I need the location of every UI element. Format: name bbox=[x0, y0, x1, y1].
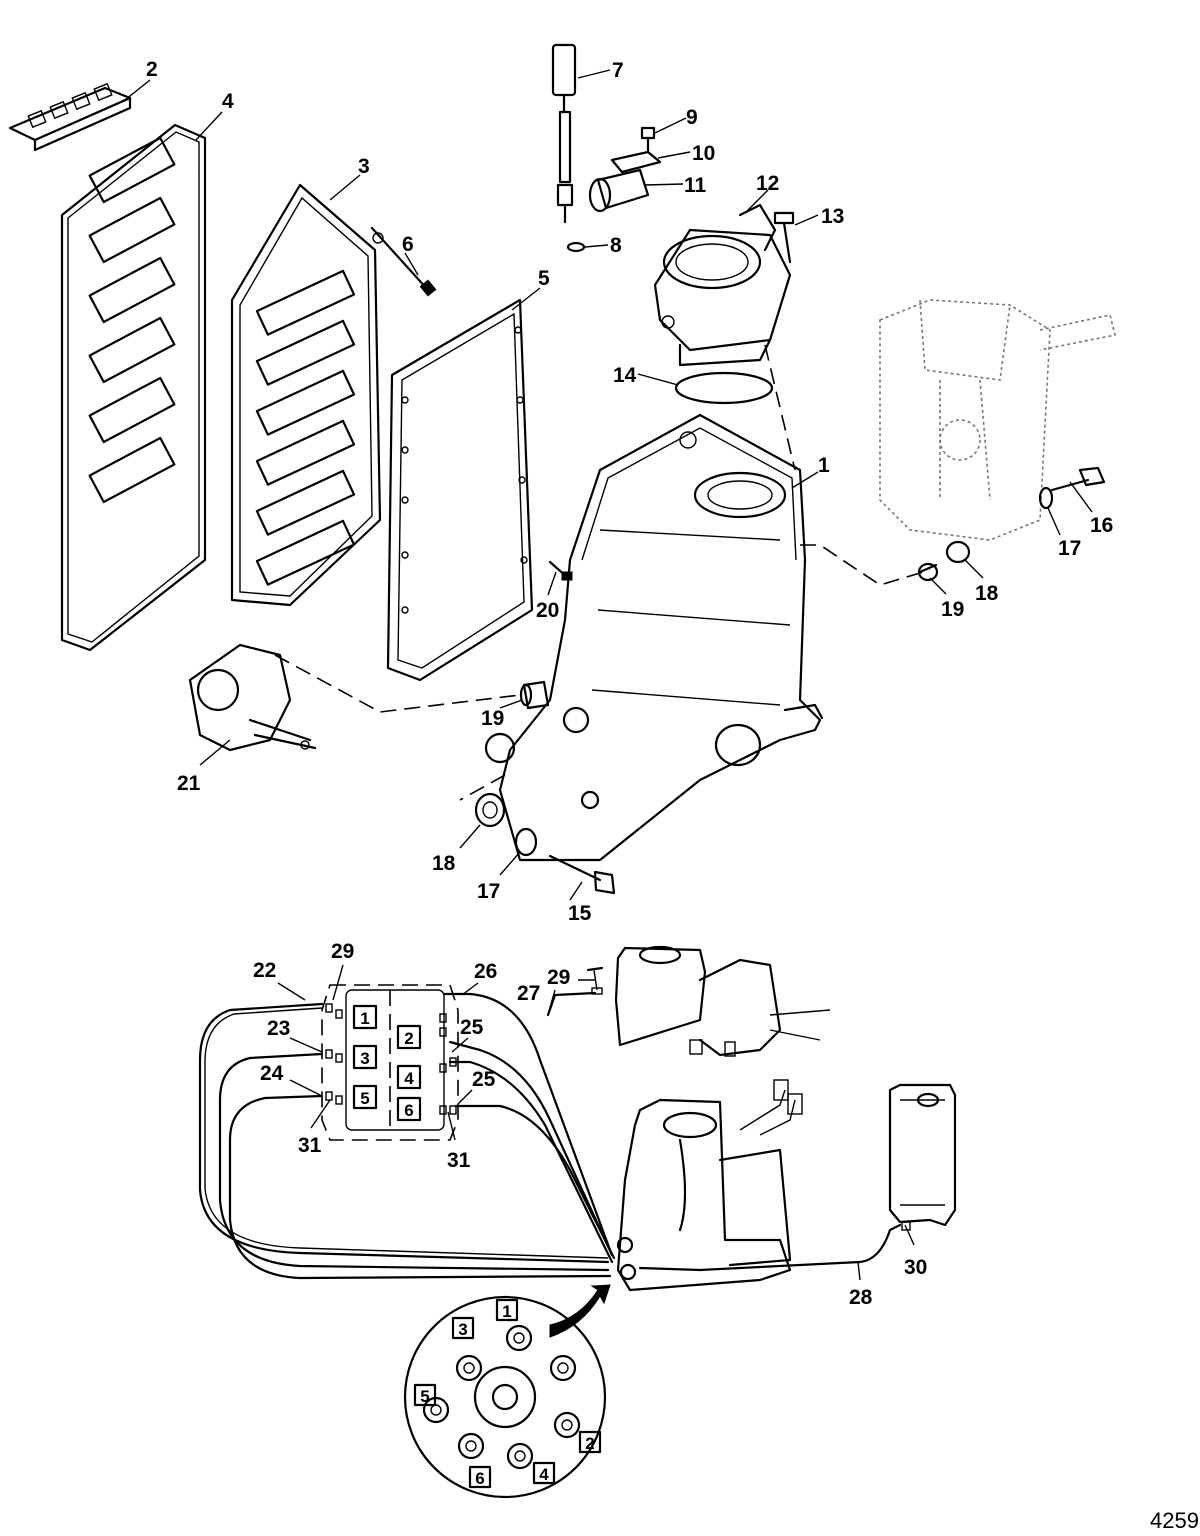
leader-lines bbox=[124, 69, 1093, 1281]
svg-text:4: 4 bbox=[539, 1465, 549, 1484]
fittings-part bbox=[325, 1003, 457, 1115]
callout-23: 23 bbox=[267, 1017, 290, 1040]
sensor-11-part bbox=[588, 126, 662, 213]
svg-text:5: 5 bbox=[360, 1089, 369, 1108]
callout-31-left: 31 bbox=[298, 1134, 322, 1157]
flywheel-part bbox=[403, 1295, 607, 1499]
svg-text:3: 3 bbox=[458, 1320, 467, 1339]
callout-24: 24 bbox=[260, 1062, 284, 1085]
flywheel-marker-3: 3 bbox=[451, 1316, 475, 1340]
cylinder-box-2: 2 bbox=[396, 1024, 422, 1050]
callout-18-right: 18 bbox=[975, 582, 999, 605]
cylinder-box-3: 3 bbox=[352, 1044, 378, 1070]
callout-18-lower: 18 bbox=[432, 852, 456, 875]
callout-31-right: 31 bbox=[447, 1149, 471, 1172]
callout-6: 6 bbox=[402, 233, 414, 256]
callout-19-right: 19 bbox=[941, 598, 964, 621]
callout-10: 10 bbox=[692, 142, 715, 165]
svg-text:1: 1 bbox=[360, 1009, 369, 1028]
intake-gasket-part bbox=[60, 123, 207, 652]
callout-25-upper: 25 bbox=[460, 1016, 484, 1039]
fitting-29-part bbox=[586, 966, 604, 995]
flywheel-marker-1: 1 bbox=[495, 1298, 519, 1322]
callout-labels: 2 4 3 6 5 7 9 10 11 8 12 13 14 1 16 17 1… bbox=[146, 58, 1113, 1309]
figure-number: 4259 bbox=[1150, 1508, 1199, 1533]
callout-14: 14 bbox=[613, 364, 637, 387]
callout-26: 26 bbox=[474, 960, 497, 983]
callout-19-left: 19 bbox=[481, 707, 504, 730]
reed-block-part bbox=[8, 82, 132, 152]
bolt-16-part bbox=[1038, 466, 1106, 510]
screw-20-part bbox=[548, 560, 573, 581]
grommet-18-part bbox=[917, 540, 971, 582]
pump-21-part bbox=[188, 643, 317, 752]
callout-20: 20 bbox=[536, 599, 559, 622]
flywheel-marker-4: 4 bbox=[532, 1461, 556, 1485]
flywheel-marker-5: 5 bbox=[413, 1383, 437, 1407]
svg-text:4: 4 bbox=[404, 1069, 414, 1088]
ghost-component-part bbox=[879, 299, 1116, 541]
reed-plate-part bbox=[230, 183, 384, 607]
callout-3: 3 bbox=[358, 155, 370, 178]
callout-17-lower: 17 bbox=[477, 880, 500, 903]
callout-1: 1 bbox=[818, 454, 830, 477]
rotation-arrow-icon bbox=[549, 1284, 611, 1338]
fuel-component-part bbox=[614, 945, 831, 1057]
fuel-pump-assembly-part bbox=[616, 1079, 803, 1292]
callout-2: 2 bbox=[146, 58, 158, 81]
callout-16: 16 bbox=[1090, 514, 1113, 537]
screw-6-part bbox=[370, 226, 437, 297]
callout-7: 7 bbox=[612, 59, 624, 82]
flywheel-marker-6: 6 bbox=[468, 1465, 492, 1489]
callout-30: 30 bbox=[904, 1256, 927, 1279]
cover-gasket-part bbox=[386, 298, 534, 682]
svg-text:3: 3 bbox=[360, 1049, 369, 1068]
svg-text:6: 6 bbox=[475, 1469, 484, 1488]
flywheel-marker-2: 2 bbox=[578, 1430, 602, 1454]
callout-13: 13 bbox=[821, 205, 844, 228]
lower-fasteners-part bbox=[474, 792, 616, 895]
filter-30-part bbox=[888, 1083, 957, 1231]
bushing-19-part bbox=[519, 680, 550, 710]
svg-text:2: 2 bbox=[404, 1029, 413, 1048]
callout-27: 27 bbox=[517, 982, 540, 1005]
callout-11: 11 bbox=[684, 174, 707, 197]
callout-8: 8 bbox=[610, 234, 622, 257]
callout-21: 21 bbox=[177, 772, 201, 795]
svg-text:1: 1 bbox=[502, 1302, 511, 1321]
o-ring-14-part bbox=[674, 371, 774, 405]
callout-17-right: 17 bbox=[1058, 537, 1081, 560]
callout-22: 22 bbox=[253, 959, 276, 982]
callout-5: 5 bbox=[538, 267, 550, 290]
callout-28: 28 bbox=[849, 1286, 873, 1309]
cylinder-box-5: 5 bbox=[352, 1084, 378, 1110]
cylinder-box-4: 4 bbox=[396, 1064, 422, 1090]
cylinder-box-1: 1 bbox=[352, 1004, 378, 1030]
callout-29-left: 29 bbox=[331, 940, 354, 963]
callout-12: 12 bbox=[756, 172, 779, 195]
hoses-part bbox=[198, 991, 902, 1280]
bolt-13-part bbox=[773, 211, 795, 264]
callout-9: 9 bbox=[686, 106, 698, 129]
intake-manifold-part bbox=[484, 413, 824, 862]
callout-29-right: 29 bbox=[547, 966, 570, 989]
callout-15: 15 bbox=[568, 902, 592, 925]
svg-text:2: 2 bbox=[585, 1434, 594, 1453]
throttle-body-part bbox=[653, 203, 792, 367]
cylinder-box-6: 6 bbox=[396, 1096, 422, 1122]
svg-text:5: 5 bbox=[420, 1387, 429, 1406]
callout-4: 4 bbox=[222, 90, 234, 113]
callout-25-lower: 25 bbox=[472, 1068, 496, 1091]
sensor-7-part bbox=[551, 43, 586, 253]
svg-text:6: 6 bbox=[404, 1101, 413, 1120]
